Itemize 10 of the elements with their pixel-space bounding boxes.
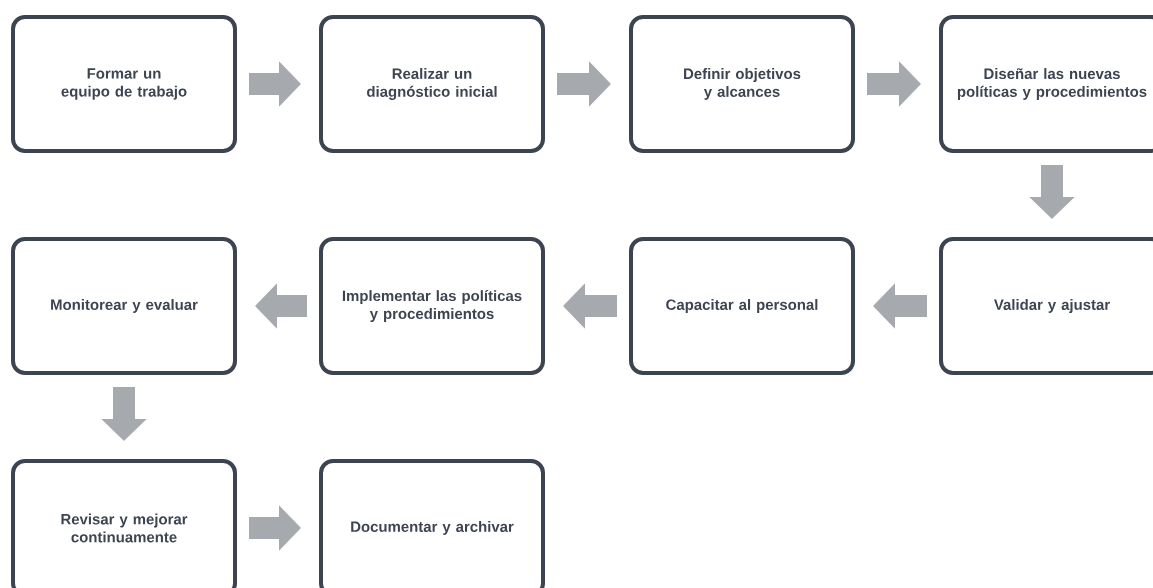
process-box: Implementar las políticas y procedimientos [319,237,545,375]
process-box: Revisar y mejorar continuamente [11,459,237,588]
process-box: Monitorear y evaluar [11,237,237,375]
process-box: Diseñar las nuevas políticas y procedimientos [939,15,1153,153]
process-box: Definir objetivos y alcances [629,15,855,153]
process-box: Realizar un diagnóstico inicial [319,15,545,153]
process-box: Formar un equipo de trabajo [11,15,237,153]
process-box: Documentar y archivar [319,459,545,588]
process-box: Capacitar al personal [629,237,855,375]
process-box: Validar y ajustar [939,237,1153,375]
